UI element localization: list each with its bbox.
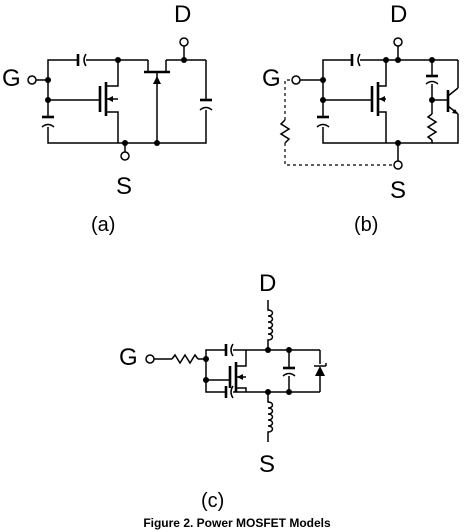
wire-a-cgd-left xyxy=(47,59,78,80)
drain-terminal-b xyxy=(393,37,403,47)
panel-label-a: (a) xyxy=(91,214,115,236)
capacitor-cgd-a xyxy=(76,53,87,67)
gate-terminal-c xyxy=(145,354,155,364)
capacitor-cdb-b xyxy=(425,74,439,85)
drain-label-c: D xyxy=(259,270,276,297)
panel-label-b: (b) xyxy=(354,214,378,236)
capacitor-cgd-b xyxy=(350,53,361,67)
source-terminal-b xyxy=(393,160,403,170)
drain-terminal-a xyxy=(179,37,189,47)
gate-label-c: G xyxy=(119,344,138,371)
source-label-c: S xyxy=(259,451,275,478)
source-terminal-a xyxy=(120,151,130,161)
source-label-a: S xyxy=(116,173,132,200)
capacitor-cds-a xyxy=(199,98,213,111)
gate-resistor-c xyxy=(171,353,199,365)
inductor-source-c xyxy=(267,392,274,442)
source-label-b: S xyxy=(390,177,406,204)
figure-caption: Figure 2. Power MOSFET Models xyxy=(143,516,331,530)
gate-label-a: G xyxy=(2,65,21,92)
capacitor-cgs-a xyxy=(41,115,55,128)
circuit-c: G xyxy=(119,270,327,512)
gate-terminal-a xyxy=(27,75,37,85)
capacitor-cgs-b xyxy=(316,115,330,128)
inductor-drain-c xyxy=(267,300,274,350)
drain-label-b: D xyxy=(390,1,407,28)
drain-label-a: D xyxy=(174,1,191,28)
capacitor-cds-c xyxy=(282,366,296,377)
circuit-a: G xyxy=(2,1,213,236)
capacitor-cgd-c xyxy=(224,343,234,357)
resistor-base-b xyxy=(426,113,438,141)
mosfet-b xyxy=(370,60,387,143)
gate-resistor-dashed-b xyxy=(279,79,392,166)
panel-label-c: (c) xyxy=(201,490,224,512)
gate-label-b: G xyxy=(262,65,281,92)
circuit-b: G xyxy=(262,1,459,236)
jfet-a xyxy=(144,60,170,143)
mosfet-c xyxy=(228,350,247,392)
bjt-b xyxy=(432,87,459,144)
mosfet-a xyxy=(98,60,119,143)
capacitor-cgs-c xyxy=(224,385,234,399)
gate-terminal-b xyxy=(291,75,301,85)
body-diode-c xyxy=(314,363,327,376)
